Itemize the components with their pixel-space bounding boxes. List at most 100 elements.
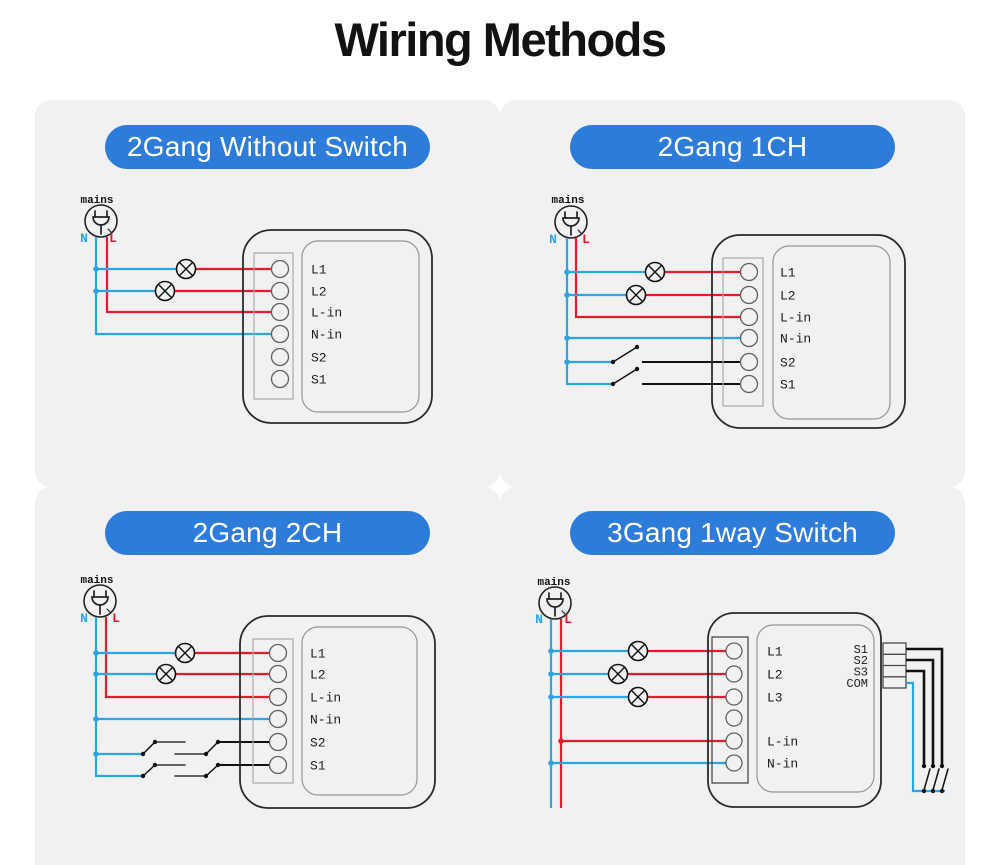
terminal-label: S1 xyxy=(311,373,327,388)
terminal-label: L2 xyxy=(310,668,326,683)
neutral-wire xyxy=(94,237,271,336)
lamp-icon xyxy=(154,280,176,302)
lamp-icon xyxy=(607,663,629,685)
panel-grid: 2Gang Without Switch mains N L xyxy=(35,100,965,865)
terminal xyxy=(268,687,288,707)
terminal-strip xyxy=(722,257,764,407)
switch-module-body xyxy=(711,234,906,429)
terminal-label: L1 xyxy=(310,647,326,662)
module-inner-area xyxy=(301,240,420,413)
neutral-wire xyxy=(94,617,143,778)
junction-dot xyxy=(564,292,570,298)
module-inner-area xyxy=(756,624,875,793)
terminal-label: L2 xyxy=(780,289,796,304)
junction-dot xyxy=(548,671,554,677)
neutral-label: N xyxy=(535,612,543,627)
page-title: Wiring Methods xyxy=(334,13,667,66)
panel-title-badge: 2Gang 2CH xyxy=(105,511,430,555)
terminal xyxy=(739,307,759,327)
lamp-icon xyxy=(174,642,196,664)
terminal-label: L-in xyxy=(767,735,798,750)
junction-dot xyxy=(548,694,554,700)
terminal xyxy=(725,642,743,660)
terminal xyxy=(268,709,288,729)
panel-3gang-1way-switch: 3Gang 1way Switch mains N L xyxy=(500,487,965,865)
switch-contact-dot xyxy=(930,763,936,769)
junction-dot xyxy=(93,650,99,656)
two-way-switch-symbol xyxy=(140,762,269,779)
terminal-strip xyxy=(252,638,294,784)
terminal-label: S2 xyxy=(310,736,326,751)
junction-dot xyxy=(93,266,99,272)
terminal xyxy=(270,369,290,389)
terminal-label: L-in xyxy=(310,691,341,706)
module-inner-area xyxy=(301,626,418,796)
s-terminal-label: S1 xyxy=(854,643,868,657)
terminal-label: S1 xyxy=(310,759,326,774)
junction-dot xyxy=(564,359,570,365)
terminal xyxy=(739,285,759,305)
terminal-label: N-in xyxy=(311,328,342,343)
switch-symbol xyxy=(921,768,931,794)
panel-title-badge: 2Gang Without Switch xyxy=(105,125,430,169)
lamp-icon xyxy=(627,686,649,708)
s-terminal-label: COM xyxy=(846,677,868,691)
live-label: L xyxy=(564,612,572,627)
terminal-label: S2 xyxy=(780,356,796,371)
switch-contact-dot xyxy=(939,763,945,769)
terminal-label: L2 xyxy=(311,285,327,300)
junction-dot xyxy=(558,738,564,744)
terminal-label: S1 xyxy=(780,378,796,393)
terminal-label: L-in xyxy=(780,311,811,326)
junction-dot xyxy=(564,335,570,341)
mains-plug-icon: mains xyxy=(80,195,118,238)
terminal xyxy=(270,281,290,301)
terminal xyxy=(268,755,288,775)
wiring-diagram-2: mains N L xyxy=(549,195,906,429)
panel-2gang-1ch: 2Gang 1CH mains N L xyxy=(500,100,965,487)
signal-wire xyxy=(906,669,926,766)
live-label: L xyxy=(112,611,120,626)
lamp-icon xyxy=(175,258,197,280)
svg-text:mains: mains xyxy=(80,195,113,207)
terminal xyxy=(725,665,743,683)
panel-title: 2Gang Without Switch xyxy=(126,131,409,162)
junction-dot xyxy=(93,671,99,677)
terminal xyxy=(268,732,288,752)
svg-text:mains: mains xyxy=(80,575,113,587)
terminal xyxy=(270,302,290,322)
wiring-diagram-3: mains N L xyxy=(80,575,436,809)
live-label: L xyxy=(109,231,117,246)
terminal-label: N-in xyxy=(780,332,811,347)
live-wire xyxy=(105,237,271,314)
terminal xyxy=(725,732,743,750)
wiring-diagram-4: mains N L xyxy=(535,577,949,808)
svg-text:mains: mains xyxy=(551,195,584,207)
live-wire xyxy=(104,617,269,699)
two-way-switch-symbol xyxy=(140,739,269,757)
terminal xyxy=(268,664,288,684)
lamp-icon xyxy=(627,640,649,662)
panel-title-badge: 3Gang 1way Switch xyxy=(570,511,895,555)
live-label: L xyxy=(582,232,590,247)
lamp-icon xyxy=(625,284,647,306)
neutral-label: N xyxy=(80,611,88,626)
terminal-label: N-in xyxy=(310,713,341,728)
terminal-strip xyxy=(711,636,749,784)
switch-symbol xyxy=(610,344,740,365)
com-wire xyxy=(906,681,945,793)
terminal xyxy=(725,754,743,772)
terminal-label: S2 xyxy=(311,351,327,366)
terminal xyxy=(739,352,759,372)
mains-plug-icon: mains xyxy=(537,577,572,620)
terminal-label: L3 xyxy=(767,691,783,706)
terminal-label: L1 xyxy=(780,266,796,281)
terminal xyxy=(268,643,288,663)
terminal-label: L2 xyxy=(767,668,783,683)
s-terminal-label: S3 xyxy=(854,666,868,680)
mains-plug-icon: mains xyxy=(551,195,588,239)
switch-module-body xyxy=(242,229,433,424)
neutral-label: N xyxy=(549,232,557,247)
terminal xyxy=(270,324,290,344)
switch-symbol xyxy=(930,768,940,794)
